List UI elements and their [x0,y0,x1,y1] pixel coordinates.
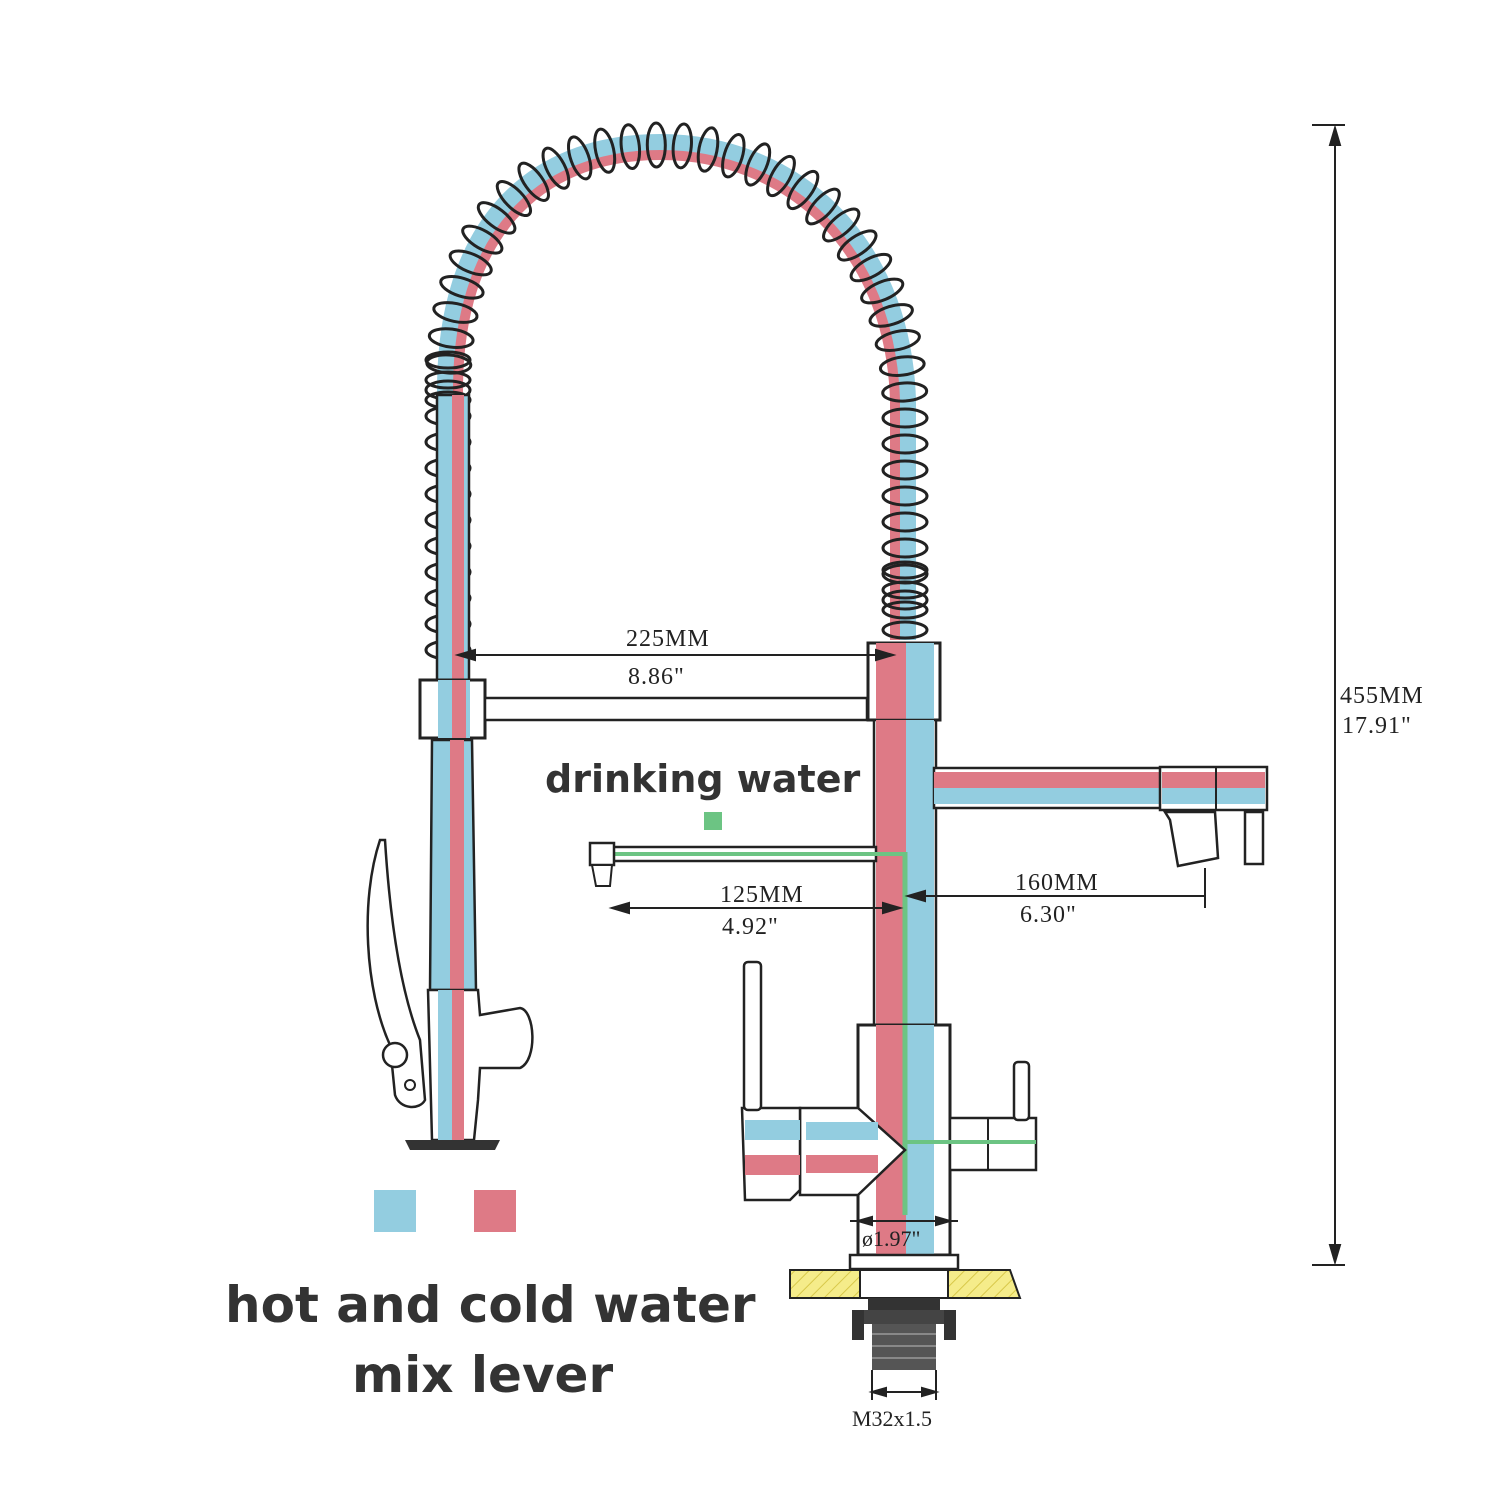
drinking-water-swatch [704,812,722,830]
spring-coil-loop [868,303,914,328]
drinking-reach-mm: 125MM [720,882,804,908]
spring-coil-loop [881,560,929,580]
spring-coil [424,121,929,690]
spring-coil-loop [881,407,929,429]
spring-coil-loop [881,600,929,620]
spring-coil-loop [836,229,878,262]
height-mm: 455MM [1340,683,1424,709]
spring-coil-loop [881,620,929,640]
spout-reach-mm: 225MM [626,626,710,652]
cold-water-swatch [374,1190,416,1232]
hot-cold-label-line2: mix lever [352,1346,613,1404]
valve-block [740,960,1038,1257]
hot-cold-label-line1: hot and cold water [225,1276,756,1334]
spring-coil-loop [881,485,929,507]
spring-coil-loop [744,142,772,187]
dimension-lines [454,124,1345,1400]
spring-coil-loop [822,207,861,243]
spring-coil-loop [881,381,929,403]
support-arm [483,696,869,722]
spring-coil-loop [878,355,926,377]
spring-coil-loop [696,126,720,173]
spring-coil-loop [593,127,617,174]
spring-coil-loop [881,537,929,559]
hot-water-swatch [474,1190,516,1232]
spring-coil-loop [786,169,820,211]
drinking-reach-in: 4.92" [722,914,779,940]
spring-coil-loop [517,161,550,202]
drinking-water-label: drinking water [545,757,860,801]
spring-coil-loop [881,511,929,533]
spring-coil-loop [805,187,841,226]
spring-coil-loop [881,459,929,481]
side-reach-mm: 160MM [1015,870,1099,896]
spring-coil-loop [881,580,929,600]
spring-coil-loop [721,132,746,179]
main-column [866,641,942,1215]
spring-coil-loop [671,122,693,170]
spring-coil-loop [874,329,921,352]
spring-coil-loop [860,277,905,305]
spring-coil-loop [566,135,593,181]
spring-coil-loop [439,275,485,300]
spring-coil-loop [849,252,893,283]
spring-coil-loop [461,224,504,255]
spring-coil-loop [881,433,929,455]
spring-coil-loop [541,146,571,190]
spring-coil-loop [476,201,517,235]
spring-coil-loop [427,327,475,349]
spring-coil-loop [881,589,929,611]
thread-size: M32x1.5 [852,1406,932,1431]
pull-down-sprayer [366,393,534,1150]
spring-coil-loop [766,154,796,198]
spring-coil-loop [432,301,479,324]
base-mount [789,1253,1022,1370]
spout-reach-in: 8.86" [628,664,685,690]
spring-coil-loop [495,180,533,217]
drinking-spout [588,841,905,887]
base-diameter: ø1.97" [862,1226,920,1251]
spring-coil-loop [448,249,493,277]
spring-coil-loop [619,123,642,170]
spring-coil-loop [645,121,667,169]
spring-coil-loop [424,350,472,370]
spring-coil-loop [424,370,472,390]
height-in: 17.91" [1342,713,1412,739]
side-spout [932,765,1269,868]
side-reach-in: 6.30" [1020,902,1077,928]
